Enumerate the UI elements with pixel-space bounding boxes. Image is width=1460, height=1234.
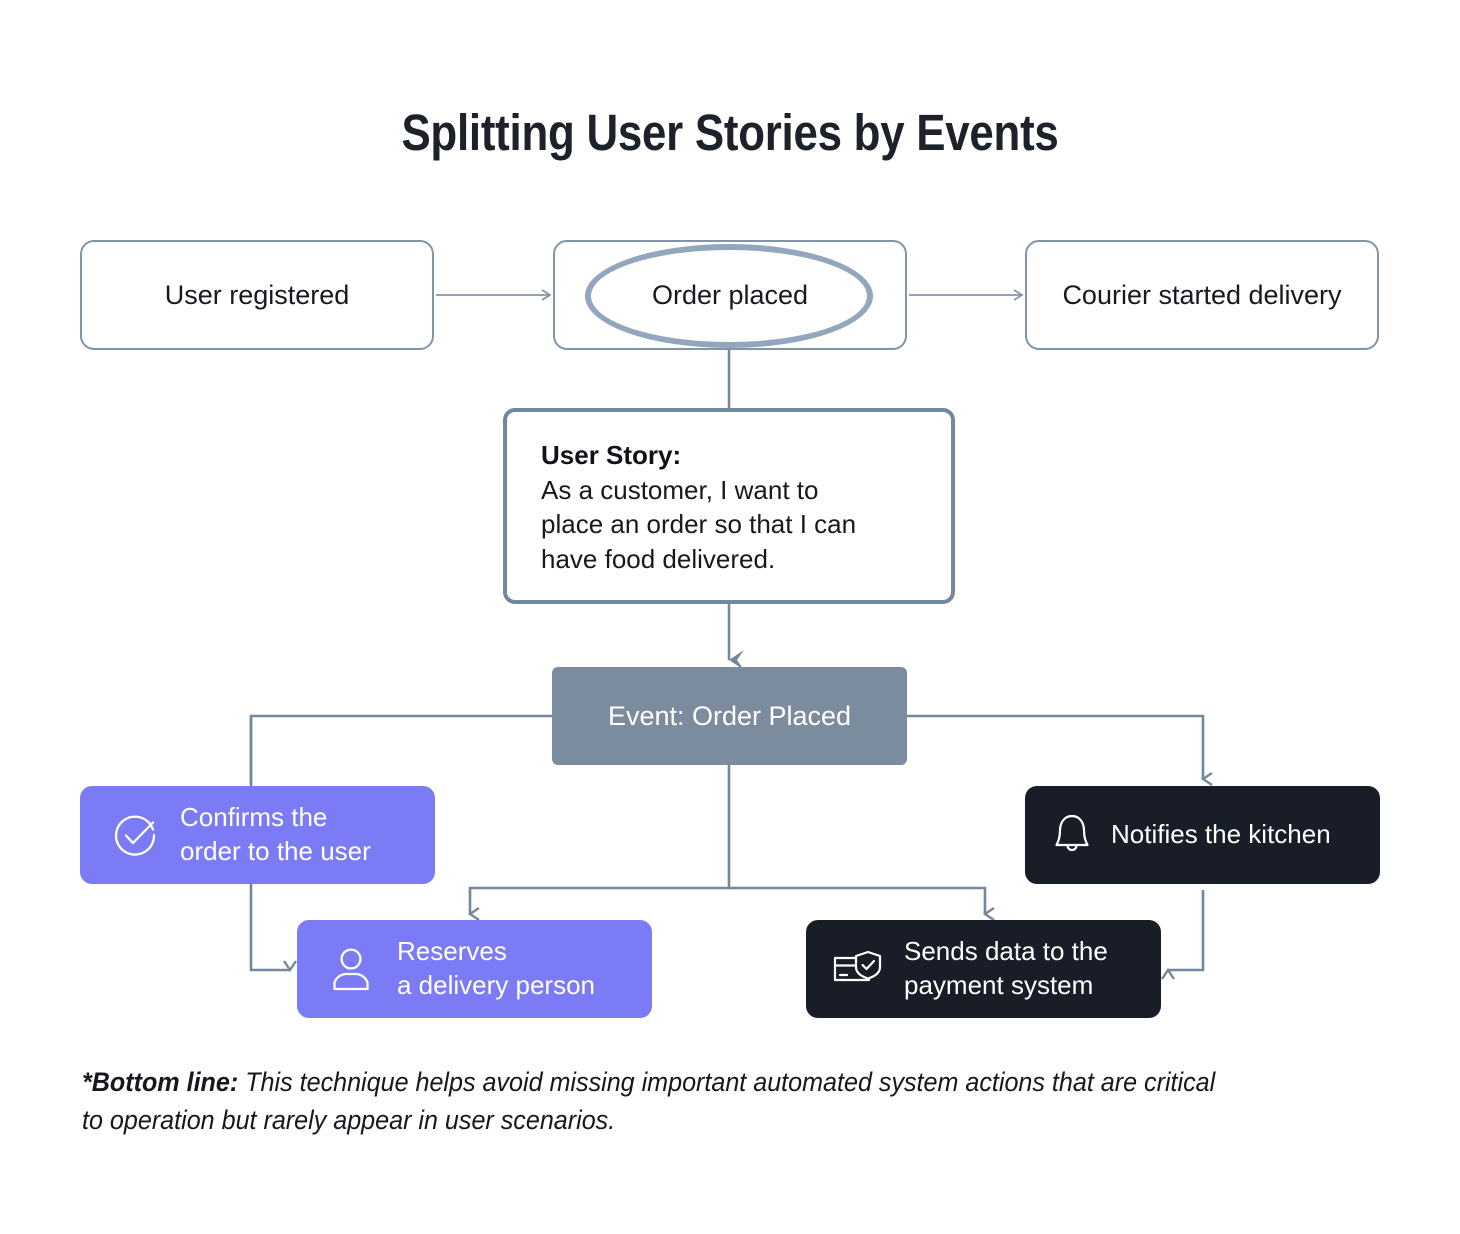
user-story-heading: User Story: (541, 440, 682, 470)
wire-event-center-bus (467, 765, 731, 921)
event-node-label: Event: Order Placed (607, 700, 852, 731)
event-box-label: Courier started delivery (1062, 279, 1342, 310)
page-title: Splitting User Stories by Events (401, 104, 1059, 161)
wire-rail-to-payment (1161, 890, 1205, 980)
event-box-label: User registered (164, 279, 350, 310)
action-card-reserve-delivery-person[interactable]: Reserves a delivery person (297, 920, 652, 1018)
user-story-card: User Story: As a customer, I want to pla… (503, 408, 955, 604)
person-icon (329, 946, 373, 992)
action-card-notify-kitchen[interactable]: Notifies the kitchen (1025, 786, 1380, 884)
bottom-line-lead: *Bottom line: (82, 1067, 239, 1097)
event-box-courier-started-delivery[interactable]: Courier started delivery (1025, 240, 1379, 350)
wire-event-to-notify (907, 714, 1213, 786)
action-card-confirm-order[interactable]: Confirms the order to the user (80, 786, 435, 884)
highlight-ellipse-icon (585, 244, 873, 348)
wire-bus-to-payment (729, 886, 995, 921)
wire-event-to-confirm (248, 714, 552, 800)
user-story-body: As a customer, I want to place an order … (541, 474, 857, 574)
event-box-user-registered[interactable]: User registered (80, 240, 434, 350)
bell-icon (1051, 811, 1093, 859)
bottom-line-text: This technique helps avoid missing impor… (82, 1067, 1216, 1136)
action-card-label: Sends data to the payment system (904, 936, 1108, 1000)
action-card-send-payment-data[interactable]: Sends data to the payment system (806, 920, 1161, 1018)
check-circle-icon (112, 812, 158, 858)
action-card-label: Reserves a delivery person (397, 936, 595, 1000)
action-card-label: Confirms the order to the user (180, 802, 371, 866)
card-shield-icon (832, 946, 884, 992)
bottom-line-note: *Bottom line: This technique helps avoid… (82, 1063, 1226, 1140)
action-card-label: Notifies the kitchen (1111, 819, 1331, 850)
event-node[interactable]: Event: Order Placed (552, 667, 907, 765)
